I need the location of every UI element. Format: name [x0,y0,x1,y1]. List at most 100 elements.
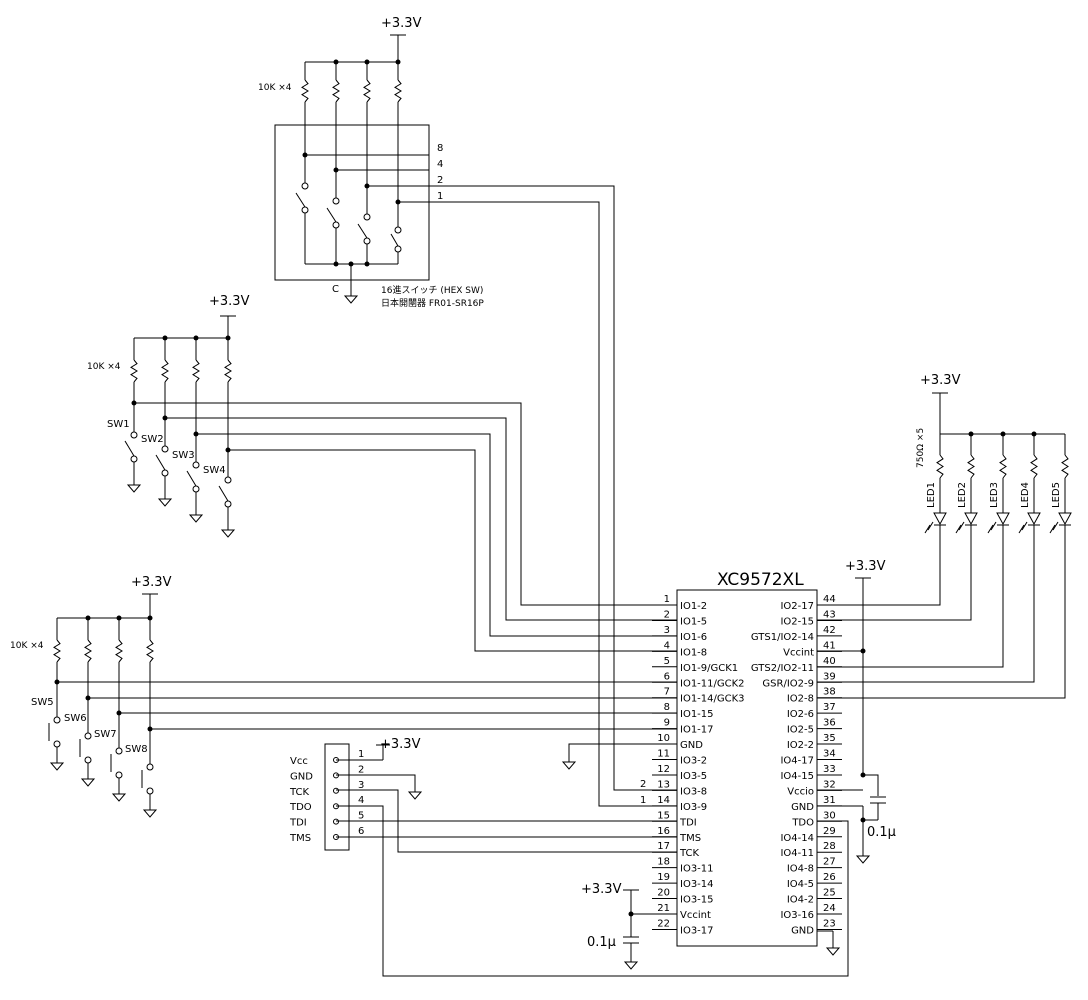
chip-pin-number: 32 [823,779,836,790]
chip-pin-number: 22 [657,918,670,929]
chip-pin-name: IO3-5 [680,771,707,782]
sw-resistor-2 [161,359,169,383]
chip-right-pins: 44IO2-1743IO2-1542GTS1/IO2-1441Vccint40G… [751,594,842,936]
chip-pin-number: 34 [823,749,836,760]
chip-pin-name: IO4-17 [780,756,814,767]
led-4-label: LED4 [1020,482,1031,508]
chip-pin-number: 3 [664,625,670,636]
chip-pin-number: 37 [823,702,836,713]
chip-pin-name: IO4-11 [780,848,814,859]
hex-out-8: 8 [437,143,443,154]
hex-switch-contacts [295,155,402,267]
hex-resistor-4 [394,79,402,103]
chip-pin-number: 13 [657,779,670,790]
chip-pin-number: 35 [823,733,836,744]
chip-pin-name: IO3-11 [680,864,714,875]
sw7-switch [110,713,127,802]
chip-pin-number: 9 [664,718,670,729]
chip-pin-number: 4 [664,640,670,651]
vcc-supply-label: +3.3V [845,559,886,574]
led-3-label: LED3 [989,482,1000,508]
push-resistor-4 [146,639,154,663]
chip-pin-name: IO1-8 [680,647,707,658]
vccint-cap-label: 0.1μ [587,935,616,950]
chip-pin-name: GSR/IO2-9 [762,678,814,689]
chip-pin-name: TDO [791,817,814,828]
chip-pin-name: IO1-6 [680,632,707,643]
chip-pin-number: 38 [823,687,836,698]
toggle-switch-section: +3.3V 10K ×4 [87,294,677,652]
jtag-pin-number: 5 [358,811,364,822]
chip-pin-number: 28 [823,841,836,852]
sw-resistor-3 [192,359,200,383]
chip-pin-number: 33 [823,764,836,775]
sw2-label: SW2 [141,434,164,445]
hex-out-4: 4 [437,159,443,170]
chip-pin-name: IO1-11/GCK2 [680,678,745,689]
chip-pin-name: IO4-15 [780,771,814,782]
chip-pin-name: GTS2/IO2-11 [751,663,814,674]
chip-pin-name: IO4-5 [787,879,814,890]
sw1-switch [124,403,142,493]
chip-pin-name: IO2-2 [787,740,814,751]
vccio-capacitor [870,796,886,804]
hex-caption-2: 日本開闉器 FR01-SR16P [381,297,484,309]
jtag-pin-number: 2 [358,764,364,775]
chip-pin-number: 39 [823,671,836,682]
jtag-pin-number: 3 [358,780,364,791]
chip-pin-name: IO2-17 [780,601,814,612]
led-2-diode: LED2 [955,482,978,540]
push-resistor-2 [84,639,92,663]
jtag-pin-name: Vcc [290,756,308,767]
hex-wire-2-label: 2 [640,779,646,790]
chip-pin-name: IO2-8 [787,694,814,705]
chip-left-pins: 1IO1-22IO1-53IO1-64IO1-85IO1-9/GCK16IO1-… [652,594,745,936]
chip-power-section: +3.3V 0.1μ +3.3V [561,559,896,970]
chip-pin-number: 40 [823,656,836,667]
sw-resistor-label: 10K ×4 [87,362,121,372]
led-5-diode: LED5 [1049,482,1072,540]
chip-pin-number: 23 [823,918,836,929]
xc9572xl-chip: XC9572XL 1IO1-22IO1-53IO1-64IO1-85IO1-9/… [652,570,842,947]
hex-resistor-3 [363,79,371,103]
sw7-label: SW7 [94,729,117,740]
chip-pin-name: IO2-6 [787,709,814,720]
jtag-pin-name: TDO [289,802,312,813]
sw1-label: SW1 [107,419,130,430]
chip-pin-name: IO1-17 [680,725,714,736]
chip-pin-name: IO1-14/GCK3 [680,694,745,705]
chip-name: XC9572XL [717,570,804,590]
push-supply-label: +3.3V [131,575,172,590]
hex-out-2: 2 [437,175,443,186]
jtag-pin-name: TDI [289,818,307,829]
chip-pin-name: IO3-2 [680,756,707,767]
sw6-switch [79,698,96,787]
chip-pin-number: 1 [664,594,670,605]
chip-pin-number: 7 [664,687,670,698]
chip-pin-name: TCK [679,848,700,859]
jtag-pin-name: TMS [289,833,311,844]
sw-supply-label: +3.3V [209,294,250,309]
hex-out-1: 1 [437,191,443,202]
push-switch-section: +3.3V 10K ×4 [10,575,677,818]
chip-pin-number: 17 [657,841,670,852]
led-4-diode: LED4 [1018,482,1041,540]
led-resistor-3 [999,454,1007,479]
chip-pin-name: IO3-8 [680,786,707,797]
chip-pin-number: 8 [664,702,670,713]
hex-resistor-label: 10K ×4 [258,83,292,93]
vccint-supply-label: +3.3V [581,882,622,897]
